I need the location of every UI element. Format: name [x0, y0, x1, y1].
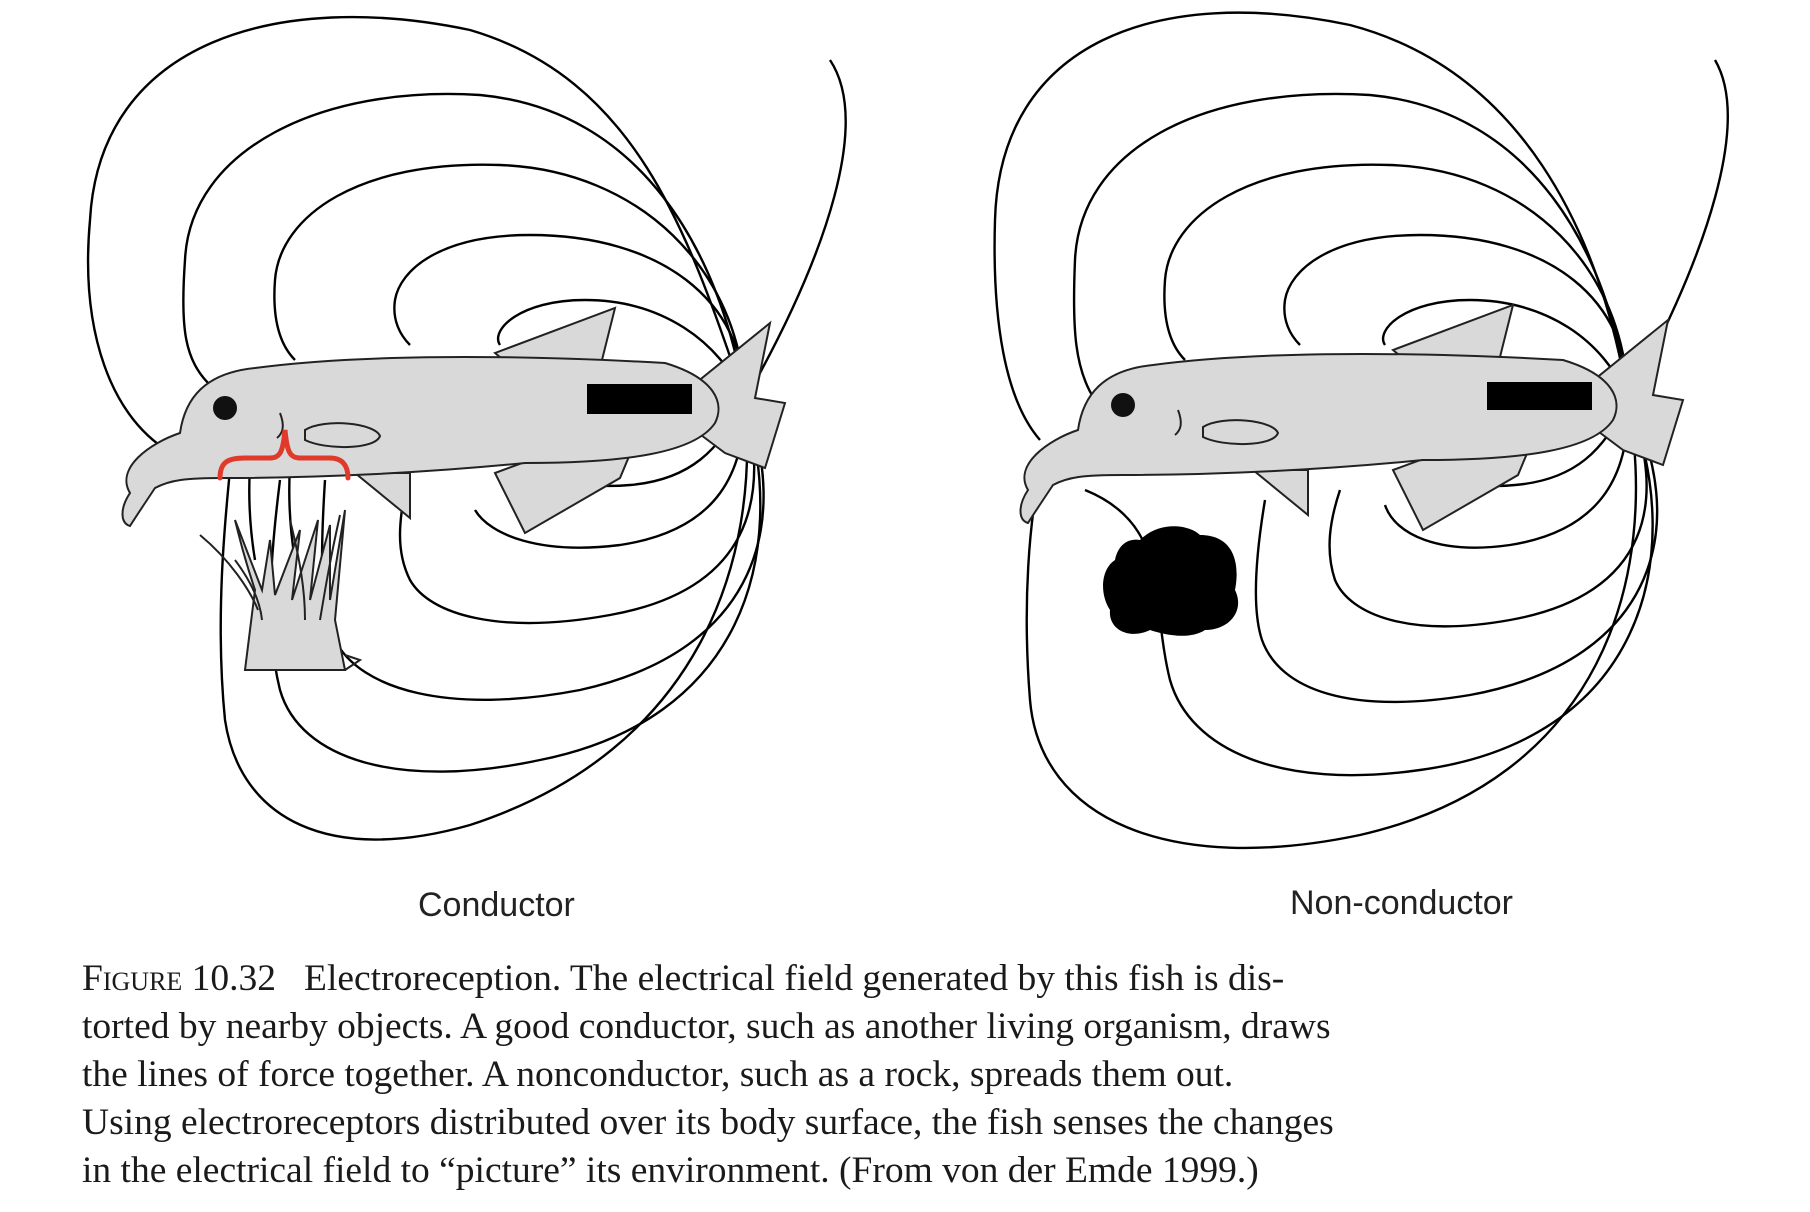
field-line	[182, 92, 747, 401]
caption-line: torted by nearby objects. A good conduct…	[82, 1006, 1331, 1047]
caption-line: the lines of force together. A nonconduc…	[82, 1054, 1234, 1095]
rock-nonconductor	[1103, 526, 1239, 636]
field-line	[1382, 298, 1630, 401]
nonconductor-panel	[993, 11, 1729, 850]
field-line	[1254, 399, 1659, 704]
field-line	[1383, 399, 1630, 549]
field-line	[1328, 399, 1648, 628]
field-line	[1163, 163, 1630, 401]
plant-conductor	[199, 509, 363, 671]
field-line	[1025, 399, 1638, 850]
field-line	[1283, 233, 1630, 401]
field-line	[1072, 92, 1630, 401]
conductor-panel	[86, 15, 847, 841]
annotation-bracket	[217, 429, 351, 481]
conductor-label: Conductor	[418, 886, 575, 924]
field-line	[393, 233, 747, 401]
nonconductor-label: Non-conductor	[1290, 884, 1514, 922]
electroreception-figure	[86, 11, 1729, 850]
caption-line: in the electrical field to “picture” its…	[82, 1150, 1259, 1191]
electric-organ	[1487, 382, 1592, 410]
field-lines	[993, 11, 1729, 850]
field-line	[993, 11, 1630, 441]
field-line	[219, 399, 749, 841]
field-line	[248, 464, 257, 561]
field-line	[273, 163, 747, 401]
fish-conductor	[121, 307, 786, 534]
field-line	[86, 15, 747, 457]
electric-organ	[587, 384, 692, 414]
field-line	[398, 399, 756, 625]
figure-number: Figure 10.32	[82, 958, 277, 999]
field-line	[497, 298, 747, 401]
field-line	[743, 59, 847, 401]
caption-line: Using electroreceptors distributed over …	[82, 1102, 1334, 1143]
